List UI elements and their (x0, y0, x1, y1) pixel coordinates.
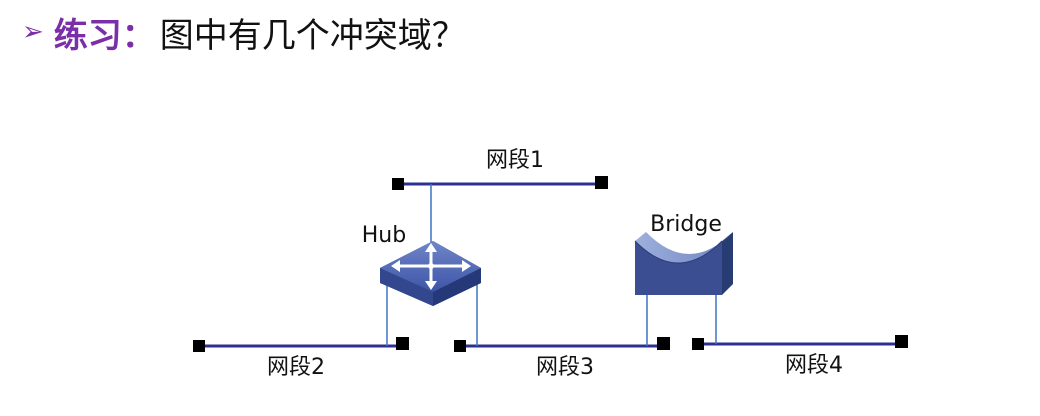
segment-3-label: 网段3 (536, 355, 594, 380)
exercise-label: 练习： (53, 15, 156, 56)
segment-3: 网段3 (454, 337, 670, 380)
segment-1-label: 网段1 (486, 148, 544, 173)
bridge-icon (634, 232, 733, 295)
hub-label: Hub (362, 223, 406, 248)
segment-4: 网段4 (692, 335, 908, 378)
segment-3-right-terminator (657, 337, 670, 350)
question-text: 图中有几个冲突域？ (159, 15, 466, 56)
segment-4-right-terminator (895, 335, 908, 348)
segment-4-label: 网段4 (785, 353, 843, 378)
segment-2-label: 网段2 (267, 355, 325, 380)
bullet-arrow-icon: ➢ (22, 17, 44, 47)
segment-3-left-terminator (454, 340, 466, 352)
bridge-label: Bridge (650, 212, 722, 237)
hub-icon (380, 241, 481, 306)
segment-4-left-terminator (692, 338, 704, 350)
segment-1: 网段1 (392, 148, 608, 190)
segment-1-left-terminator (392, 178, 404, 190)
segment-1-right-terminator (595, 176, 608, 189)
segment-2-right-terminator (396, 337, 409, 350)
segment-2-left-terminator (193, 340, 205, 352)
segment-2: 网段2 (193, 337, 409, 380)
slide-title: ➢ 练习： 图中有几个冲突域？ (22, 8, 466, 56)
